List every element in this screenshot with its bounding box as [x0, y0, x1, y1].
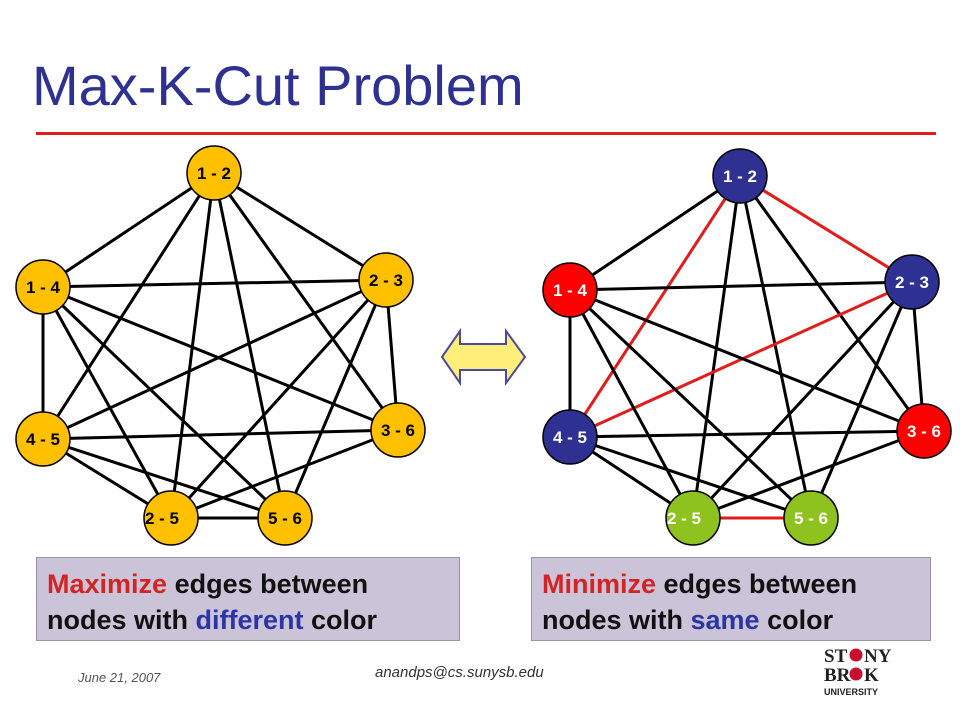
right-graph: 1 - 2 2 - 3 3 - 6 5 - 6 2 - 5 4 - 5 1 - 4: [542, 148, 952, 546]
caption-right-line2-post: color: [759, 605, 834, 635]
left-node-label-12: 1 - 2: [197, 164, 231, 183]
svg-text:UNIVERSITY: UNIVERSITY: [824, 687, 878, 697]
right-node-label-56: 5 - 6: [794, 509, 828, 528]
left-node-label-14: 1 - 4: [26, 278, 61, 297]
left-edge-36-45: [42, 428, 399, 441]
left-node-36: 3 - 6: [370, 402, 426, 458]
left-edge-23-25: [169, 278, 388, 520]
right-node-14: 1 - 4: [542, 262, 598, 318]
left-edge-23-45: [42, 278, 387, 441]
left-edge-12-36: [212, 172, 400, 431]
university-logo: ST NY BR K UNIVERSITY: [824, 646, 892, 697]
caption-right-rest1: edges between: [656, 569, 858, 599]
right-edge-36-14: [569, 288, 925, 433]
caption-right-highlight: Minimize: [542, 569, 657, 599]
left-edge-36-25: [170, 428, 399, 520]
right-node-label-25: 2 - 5: [667, 509, 701, 528]
left-node-14: 1 - 4: [15, 259, 71, 315]
left-edge-25-14: [41, 286, 173, 519]
left-edge-12-25: [169, 172, 216, 519]
right-node-36: 3 - 6: [896, 403, 952, 459]
right-node-12: 1 - 2: [712, 148, 768, 204]
footer-email: anandps@cs.sunysb.edu: [375, 664, 544, 681]
left-node-25: 2 - 5: [143, 490, 199, 546]
right-node-label-12: 1 - 2: [723, 167, 757, 186]
svg-text:NY: NY: [864, 646, 892, 667]
left-node-23: 2 - 3: [358, 252, 414, 308]
caption-right-line2-pre: nodes with: [542, 605, 691, 635]
caption-right-line2: nodes with same color: [542, 602, 930, 638]
left-node-label-45: 4 - 5: [26, 430, 60, 449]
left-edge-12-23: [213, 171, 387, 282]
right-edge-23-25: [691, 280, 914, 520]
right-edge-36-25: [692, 429, 925, 520]
caption-left-line2-post: color: [303, 605, 378, 635]
left-edge-12-14: [42, 171, 215, 289]
right-node-56: 5 - 6: [783, 490, 839, 546]
caption-left-emphasis: different: [195, 605, 304, 635]
left-node-label-25: 2 - 5: [145, 509, 179, 528]
svg-text:BR: BR: [824, 665, 851, 686]
title-underline: [36, 132, 936, 135]
right-edge-12-56: [738, 175, 813, 519]
right-edge-56-45: [569, 435, 812, 520]
right-edge-23-14: [569, 280, 913, 292]
caption-minimize: Minimize edges between nodes with same c…: [531, 557, 931, 641]
caption-left-line2: nodes with different color: [47, 602, 459, 638]
right-node-23: 2 - 3: [884, 254, 940, 310]
right-edge-12-36: [738, 175, 926, 432]
caption-right-emphasis: same: [690, 605, 760, 635]
right-node-label-23: 2 - 3: [895, 273, 929, 292]
right-edge-12-45: [568, 175, 742, 438]
right-edge-12-23: [739, 174, 913, 284]
right-node-label-45: 4 - 5: [553, 428, 587, 447]
right-node-25: 2 - 5: [665, 490, 721, 546]
double-arrow-icon: [440, 327, 527, 387]
right-edge-23-56: [809, 281, 914, 519]
left-node-label-23: 2 - 3: [369, 271, 403, 290]
left-node-label-36: 3 - 6: [381, 421, 415, 440]
slide-title: Max-K-Cut Problem: [32, 54, 524, 117]
left-edge-36-14: [42, 285, 399, 432]
left-edge-12-45: [41, 172, 216, 440]
caption-left-highlight: Maximize: [47, 569, 168, 599]
left-edge-12-56: [212, 172, 287, 519]
left-edge-56-45: [42, 437, 286, 520]
footer-date: June 21, 2007: [78, 670, 161, 685]
right-node-label-36: 3 - 6: [907, 422, 941, 441]
caption-left-line1: Maximize edges between: [47, 566, 459, 602]
caption-right-line1: Minimize edges between: [542, 566, 930, 602]
right-edge-12-14: [569, 174, 741, 292]
right-node-45: 4 - 5: [542, 409, 598, 465]
right-edge-56-14: [568, 288, 813, 520]
left-node-12: 1 - 2: [186, 145, 242, 201]
left-edge-23-14: [42, 278, 387, 289]
right-edge-25-14: [568, 289, 695, 519]
left-edge-23-56: [283, 279, 388, 519]
caption-left-rest1: edges between: [167, 569, 369, 599]
left-node-label-56: 5 - 6: [268, 509, 302, 528]
left-node-56: 5 - 6: [257, 490, 313, 546]
caption-maximize: Maximize edges between nodes with differ…: [36, 557, 460, 641]
left-edge-56-14: [41, 285, 287, 520]
left-node-45: 4 - 5: [15, 411, 71, 467]
left-graph: 1 - 2 2 - 3 3 - 6 5 - 6 2 - 5 4 - 5 1 - 4: [15, 145, 426, 546]
svg-text:ST: ST: [824, 646, 848, 667]
svg-text:K: K: [864, 665, 879, 686]
right-node-label-14: 1 - 4: [553, 281, 588, 300]
right-edge-36-45: [569, 429, 925, 439]
caption-left-line2-pre: nodes with: [47, 605, 196, 635]
